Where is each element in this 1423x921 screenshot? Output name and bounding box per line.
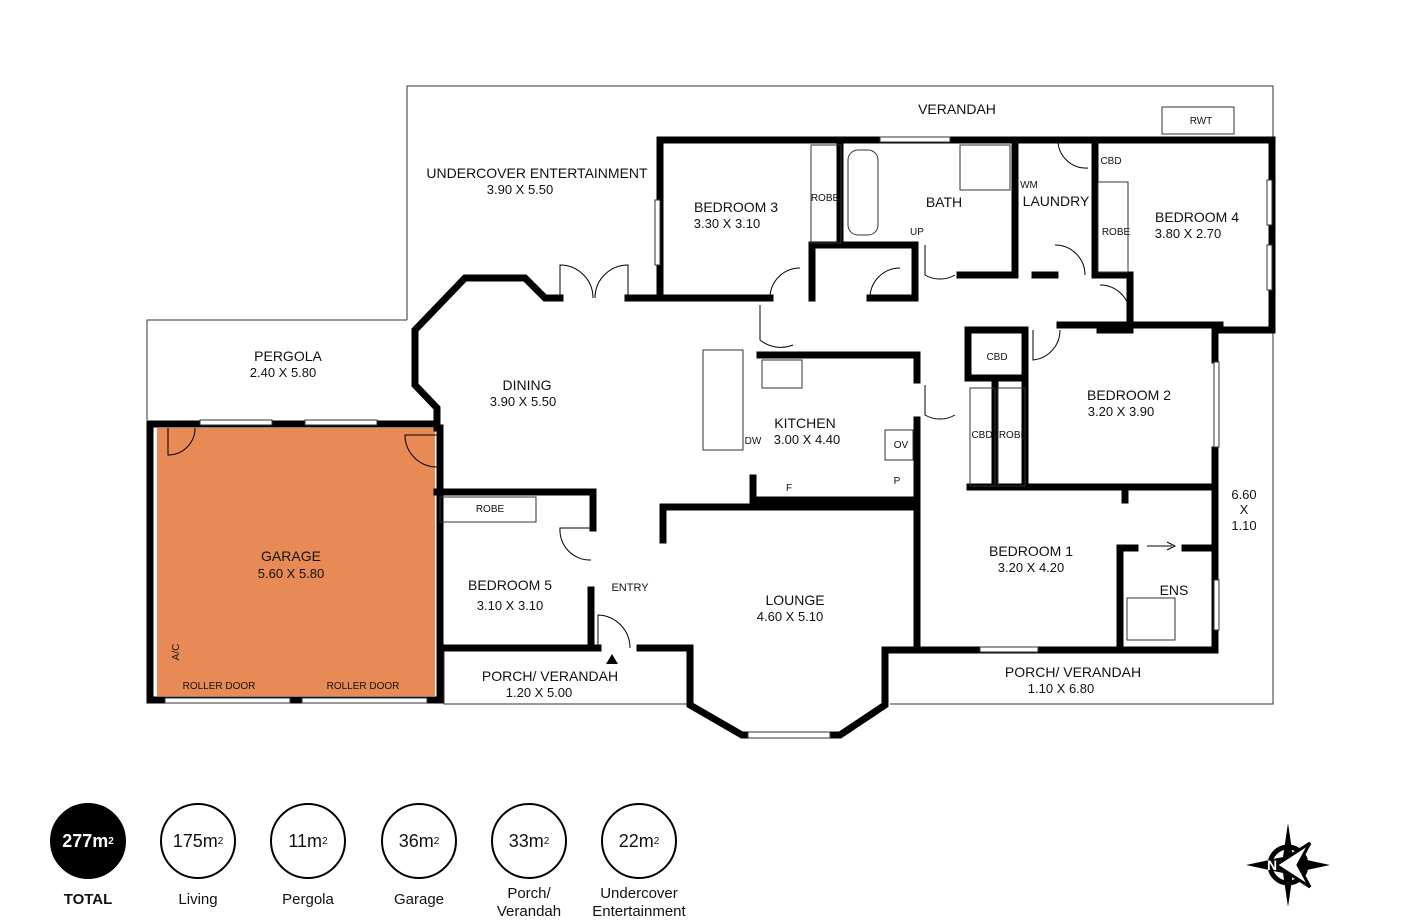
area-label: Undercover Entertainment xyxy=(592,885,686,920)
bath-label: BATH xyxy=(926,194,962,210)
dw-label: DW xyxy=(745,436,762,447)
bedroom2-dims: 3.20 X 3.90 xyxy=(1088,404,1155,419)
area-value: 11m xyxy=(288,830,323,851)
verandah-label: VERANDAH xyxy=(918,101,996,117)
porch-left-dims: 1.20 X 5.00 xyxy=(506,685,573,700)
garage-dims: 5.60 X 5.80 xyxy=(258,566,325,581)
up-label: UP xyxy=(910,227,924,238)
bedroom5-dims: 3.10 X 3.10 xyxy=(477,598,544,613)
porch-left-label: PORCH/ VERANDAH xyxy=(482,668,618,684)
pergola-dims: 2.40 X 5.80 xyxy=(250,365,317,380)
kitchen-dims: 3.00 X 4.40 xyxy=(774,432,841,447)
porch-right-dims: 1.10 X 6.80 xyxy=(1028,681,1095,696)
cbd-bed4: CBD xyxy=(1100,156,1121,167)
area-label: Garage xyxy=(393,891,445,908)
garage-floor xyxy=(157,428,435,696)
roller-door-2: ROLLER DOOR xyxy=(327,681,400,692)
cbd-hall: CBD xyxy=(986,352,1007,363)
robe-bed5: ROBE xyxy=(476,504,505,515)
undercover-dims: 3.90 X 5.50 xyxy=(487,182,554,197)
area-label: Porch/ Verandah xyxy=(496,885,562,920)
f-label: F xyxy=(786,483,792,494)
dining-label: DINING xyxy=(503,377,552,393)
laundry-label: LAUNDRY xyxy=(1023,193,1090,209)
bedroom4-label: BEDROOM 4 xyxy=(1155,209,1239,225)
bedroom3-dims: 3.30 X 3.10 xyxy=(694,216,761,231)
fixtures xyxy=(439,144,1177,664)
area-label: Pergola xyxy=(282,891,334,908)
kitchen-label: KITCHEN xyxy=(774,415,835,431)
side-dims-3: 1.10 xyxy=(1231,518,1256,533)
lounge-label: LOUNGE xyxy=(765,592,824,608)
area-unit-sup: 2 xyxy=(322,835,328,847)
area-value: 36m xyxy=(398,830,434,851)
ov-label: OV xyxy=(894,440,909,451)
rwt-label: RWT xyxy=(1190,116,1213,127)
compass-icon: N xyxy=(1246,823,1330,907)
lounge-dims: 4.60 X 5.10 xyxy=(757,609,824,624)
entry-label: ENTRY xyxy=(611,582,649,594)
bedroom5-label: BEDROOM 5 xyxy=(468,577,552,593)
pergola-outline xyxy=(146,319,407,420)
area-unit-sup: 2 xyxy=(653,835,660,847)
area-label: Living xyxy=(178,891,218,908)
side-dims-2: X xyxy=(1240,502,1249,517)
compass-letter: N xyxy=(1267,857,1277,873)
dining-dims: 3.90 X 5.50 xyxy=(490,394,557,409)
ac-label: A/C xyxy=(171,644,182,661)
area-value: 277m xyxy=(62,830,109,851)
area-unit-sup: 2 xyxy=(108,835,114,847)
walls xyxy=(146,136,1276,739)
undercover-label: UNDERCOVER ENTERTAINMENT xyxy=(426,165,648,181)
bedroom4-dims: 3.80 X 2.70 xyxy=(1155,226,1222,241)
cbd-bed2: CBD xyxy=(971,430,992,441)
robe-bed3: ROBE xyxy=(811,193,840,204)
robe-bed4: ROBE xyxy=(1102,227,1131,238)
bedroom3-label: BEDROOM 3 xyxy=(694,199,778,215)
doors xyxy=(167,139,1131,649)
pergola-label: PERGOLA xyxy=(254,348,322,364)
robe-bed2: ROBE xyxy=(999,430,1028,441)
area-value: 22m xyxy=(618,830,654,851)
entry-arrow-icon xyxy=(606,654,618,664)
area-unit-sup: 2 xyxy=(433,835,440,847)
bedroom1-dims: 3.20 X 4.20 xyxy=(998,560,1065,575)
porch-right-label: PORCH/ VERANDAH xyxy=(1005,664,1141,680)
porch-left-outline xyxy=(443,648,688,705)
area-value: 175m xyxy=(172,830,218,851)
side-dims-1: 6.60 xyxy=(1231,487,1256,502)
bedroom2-label: BEDROOM 2 xyxy=(1087,387,1171,403)
bedroom1-label: BEDROOM 1 xyxy=(989,543,1073,559)
garage-label: GARAGE xyxy=(261,548,321,564)
rwt-box xyxy=(1161,106,1235,135)
ens-label: ENS xyxy=(1160,582,1189,598)
undercover-outline xyxy=(406,85,1274,705)
area-value: 33m xyxy=(508,830,544,851)
p-label: P xyxy=(894,476,901,487)
wm-label: WM xyxy=(1020,180,1038,191)
windows xyxy=(164,136,1273,739)
area-label: TOTAL xyxy=(63,891,113,908)
area-unit-sup: 2 xyxy=(217,835,224,847)
area-unit-sup: 2 xyxy=(543,835,550,847)
roller-door-1: ROLLER DOOR xyxy=(183,681,256,692)
